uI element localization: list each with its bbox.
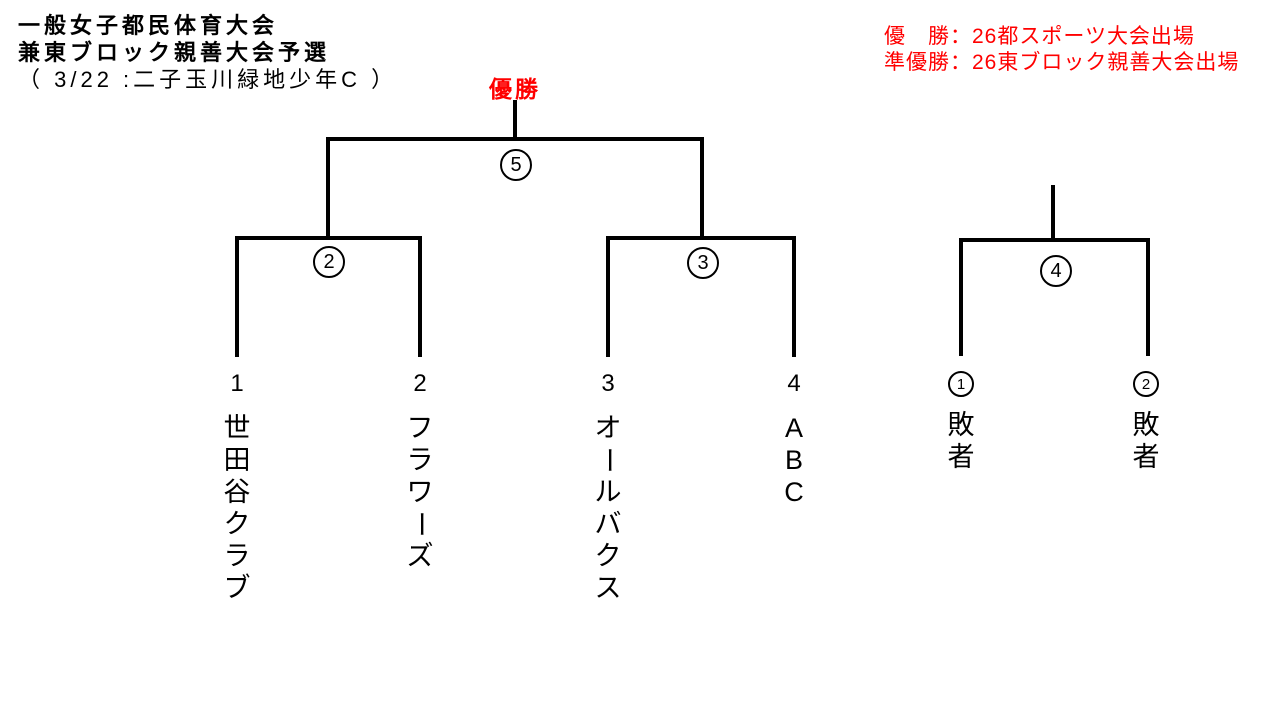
title-line-1: 一般女子都民体育大会 [18,13,279,38]
match-circle-semifinal-left: 2 [313,246,345,278]
match-number-final: 5 [510,154,522,176]
tournament-title: 一般女子都民体育大会 兼東ブロック親善大会予選 （ 3/22 :二子玉川緑地少年… [18,12,397,93]
bracket-line-semifinal-right [606,236,796,240]
bracket-line-drop-left [326,137,330,240]
vertical-char: オ [594,413,622,443]
qualification-line-runnerup: 準優勝：26東ブロック親善大会出場 [884,51,1240,74]
bracket-line-final [326,137,704,141]
vertical-char: ク [223,509,251,539]
qualification-note: 優 勝：26都スポーツ大会出場 準優勝：26東ブロック親善大会出場 [884,24,1239,76]
loser-number-circle: 1 [948,371,974,397]
match-circle-semifinal-right: 3 [687,247,719,279]
match-number-semifinal-left: 2 [323,251,335,273]
vertical-char: 田 [223,445,251,475]
vertical-char: ラ [406,445,434,475]
vertical-char: バ [594,509,622,539]
vertical-char: 者 [1132,442,1160,472]
bracket-line-semifinal-left [235,236,422,240]
bracket-line-consolation [959,238,1150,242]
bracket-line-team-2 [418,236,422,357]
vertical-char: ズ [406,541,434,571]
team-seed: 4 [787,370,801,397]
team-column-1: 1 世田谷クラブ [217,370,257,604]
team-column-2: 2 フラワーズ [400,370,440,572]
team-column-3: 3 オールバクス [588,370,628,604]
vertical-char: ー [405,510,435,538]
vertical-char: 敗 [1132,410,1160,440]
vertical-char: ー [593,446,623,474]
bracket-line-team-3 [606,236,610,357]
vertical-char: フ [406,413,434,443]
team-seed: 3 [601,370,615,397]
bracket-line-loser-1 [959,238,963,356]
match-circle-final: 5 [500,149,532,181]
title-line-3: （ 3/22 :二子玉川緑地少年C ） [18,67,398,92]
vertical-char: A [784,413,803,443]
vertical-char: 敗 [947,410,975,440]
vertical-char: ル [594,477,622,507]
loser-number-circle: 2 [1133,371,1159,397]
match-circle-consolation: 4 [1040,255,1072,287]
team-seed: 2 [413,370,427,397]
loser-column-1: 1 敗者 [941,371,981,473]
vertical-char: B [784,445,803,475]
vertical-char: 世 [223,413,251,443]
bracket-line-loser-2 [1146,238,1150,356]
bracket-line-team-1 [235,236,239,357]
vertical-char: C [784,477,804,507]
vertical-char: ブ [223,573,251,603]
vertical-char: 者 [947,442,975,472]
vertical-char: ク [594,541,622,571]
match-number-semifinal-right: 3 [697,252,709,274]
vertical-char: ス [594,573,622,603]
bracket-line-final-stem [513,100,517,141]
match-number-consolation: 4 [1050,260,1062,282]
champion-label: 優勝 [489,76,541,102]
title-line-2: 兼東ブロック親善大会予選 [18,40,331,65]
vertical-char: ワ [406,477,434,507]
bracket-line-drop-right [700,137,704,240]
qualification-line-champion: 優 勝：26都スポーツ大会出場 [884,25,1195,48]
bracket-line-consolation-stem [1051,185,1055,242]
team-seed: 1 [230,370,244,397]
vertical-char: 谷 [223,477,251,507]
bracket-line-team-4 [792,236,796,357]
vertical-char: ラ [223,541,251,571]
loser-column-2: 2 敗者 [1126,371,1166,473]
